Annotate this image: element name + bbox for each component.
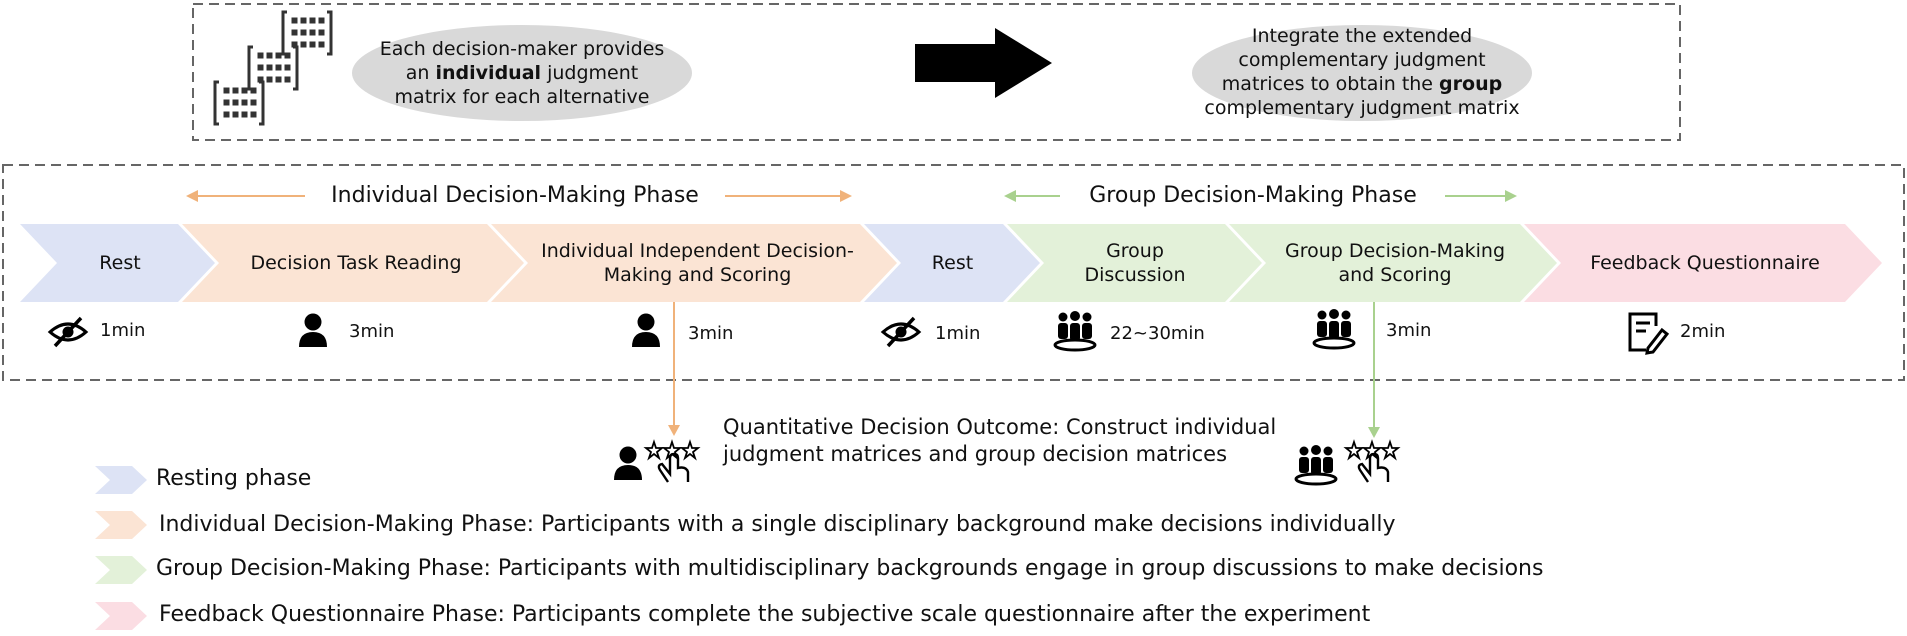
group-icon — [1312, 307, 1356, 350]
group-icon — [1294, 443, 1338, 486]
legend-group: Group Decision-Making Phase: Participant… — [156, 556, 1544, 581]
eye-off-icon — [48, 316, 88, 348]
legend-swatch-group — [95, 556, 147, 584]
step-4-duration: 1min — [935, 323, 981, 344]
legend-swatch-feedback — [95, 602, 147, 630]
chevron-step-7 — [1524, 224, 1882, 302]
step-3-duration: 3min — [688, 323, 734, 344]
matrix-stack-icon — [213, 10, 333, 126]
outcome-connector-group — [1368, 302, 1380, 438]
step-3-label: Individual Independent Decision-Making a… — [541, 240, 854, 286]
oval-individual-matrix — [352, 25, 692, 121]
group-icon — [1053, 309, 1097, 352]
chevron-step-2 — [182, 224, 524, 302]
step-7-duration: 2min — [1680, 321, 1726, 342]
step-7-label: Feedback Questionnaire — [1590, 252, 1820, 274]
group-phase-arrow — [1004, 190, 1517, 202]
chevron-step-3 — [491, 224, 897, 302]
step-5-label: Group Discussion — [1084, 240, 1186, 286]
person-icon — [614, 446, 642, 480]
step-2-label: Decision Task Reading — [250, 252, 462, 274]
step-5-duration: 22~30min — [1110, 323, 1205, 344]
process-dashed-frame — [2, 164, 1905, 381]
big-arrow-icon — [915, 28, 1052, 98]
legend-swatch-individual — [95, 511, 147, 539]
legend-swatch-rest — [95, 466, 147, 494]
chevron-step-5 — [1007, 224, 1262, 302]
chevron-step-6 — [1229, 224, 1557, 302]
stars-hand-icon — [644, 440, 700, 484]
step-4-label: Rest — [931, 252, 974, 274]
outcome-text: Quantitative Decision Outcome: Construct… — [723, 415, 1277, 466]
individual-phase-label: Individual Decision-Making Phase — [331, 183, 699, 208]
chevron-step-4 — [864, 224, 1040, 302]
legend-individual: Individual Decision-Making Phase: Partic… — [159, 512, 1396, 537]
chevron-step-1 — [20, 224, 215, 302]
outcome-connector-individual — [668, 302, 680, 436]
step-6-duration: 3min — [1386, 320, 1432, 341]
person-icon — [299, 313, 327, 347]
oval-right-text: Integrate the extended complementary jud… — [1204, 25, 1520, 119]
step-2-duration: 3min — [349, 321, 395, 342]
oval-group-matrix — [1192, 25, 1532, 121]
step-1-label: Rest — [99, 252, 141, 274]
oval-left-text: Each decision-maker provides an individu… — [379, 38, 665, 108]
group-phase-label: Group Decision-Making Phase — [1089, 183, 1417, 208]
legend-feedback: Feedback Questionnaire Phase: Participan… — [159, 602, 1371, 627]
top-dashed-frame — [192, 3, 1681, 141]
person-icon — [632, 313, 660, 347]
legend-rest: Resting phase — [156, 466, 312, 491]
questionnaire-icon — [1628, 312, 1670, 355]
eye-off-icon — [881, 316, 921, 348]
step-1-duration: 1min — [100, 320, 146, 341]
stars-hand-icon — [1344, 440, 1400, 484]
individual-phase-arrow — [186, 190, 852, 202]
step-6-label: Group Decision-Making and Scoring — [1284, 240, 1506, 286]
